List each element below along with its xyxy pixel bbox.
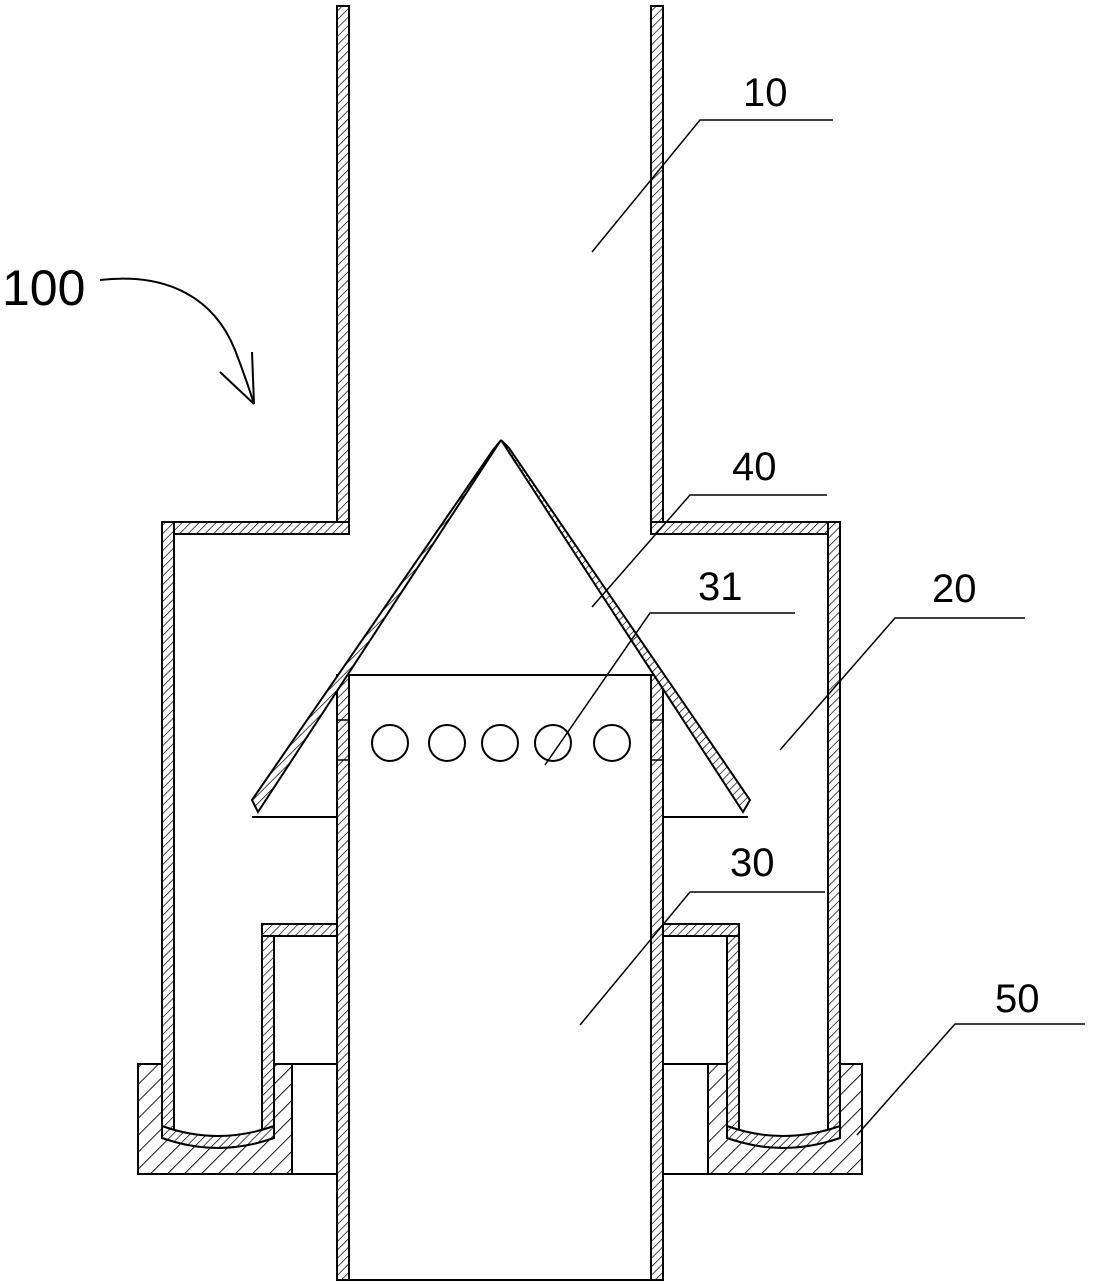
label-base-seal: 50 <box>995 977 1040 1021</box>
hole <box>534 724 572 762</box>
assembly-arrow <box>99 277 255 405</box>
leader-20 <box>779 617 1025 751</box>
leader-50 <box>856 1023 1085 1136</box>
leader-31 <box>544 612 795 766</box>
label-outer-shell: 20 <box>932 567 977 611</box>
leader-lines <box>544 119 1085 1136</box>
upper-pipe-and-shell-wall <box>161 5 841 1135</box>
hole <box>371 724 409 762</box>
inner-pipe <box>336 674 664 1281</box>
leader-30 <box>579 891 825 1026</box>
hole <box>593 724 631 762</box>
hole <box>481 724 519 762</box>
label-cone-cap: 40 <box>732 445 777 489</box>
label-holes: 31 <box>698 565 743 609</box>
base-seal-left <box>137 1063 338 1175</box>
cone-cap <box>250 439 752 818</box>
label-inner-pipe: 30 <box>730 841 775 885</box>
inner-pipe-holes <box>371 724 631 762</box>
label-assembly: 100 <box>2 260 85 316</box>
hole <box>428 724 466 762</box>
leader-10 <box>591 119 833 253</box>
inner-u-channel-right <box>662 923 841 1149</box>
leader-40 <box>591 494 827 608</box>
label-upper-pipe: 10 <box>743 71 788 115</box>
inner-u-channel-left <box>161 923 338 1149</box>
